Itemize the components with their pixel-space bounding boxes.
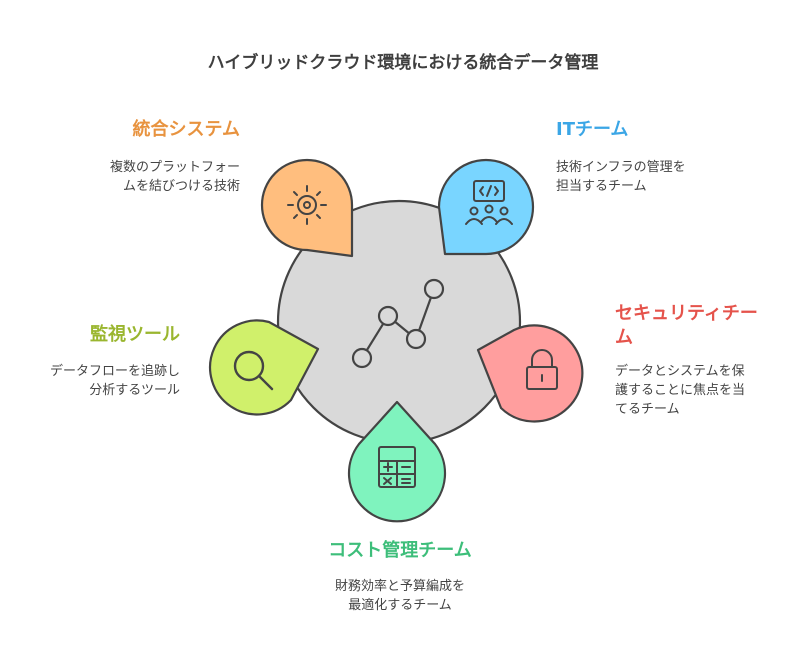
it-team-node [437,158,535,256]
security-desc: データとシステムを保 護することに焦点を当 てるチーム [615,364,746,417]
monitoring-node [208,319,320,416]
monitoring-desc: データフローを追跡し 分析するツール [49,364,180,398]
magnifier-icon [233,350,274,391]
page-title: ハイブリッドクラウド環境における統合データ管理 [207,53,599,73]
it-team-title: ITチーム [556,119,629,140]
line-graph-icon [351,278,445,369]
integration-title: 統合システム [132,119,240,140]
cost-desc: 財務効率と予算編成を 最適化するチーム [334,579,465,613]
security-title: セキュリティチー ム [615,303,758,348]
monitoring-title: 監視ツール [90,324,180,345]
cost-node [347,400,447,523]
security-node [476,324,584,423]
it-team-desc: 技術インフラの管理を 担当するチーム [556,160,686,194]
integration-node [260,158,354,258]
calculator-icon [378,446,416,488]
cost-title: コスト管理チーム [328,540,472,561]
code-team-icon [465,180,513,225]
integration-desc: 複数のプラットフォー ムを結びつける技術 [109,160,240,194]
lock-icon [526,349,558,390]
sun-icon [287,185,327,225]
